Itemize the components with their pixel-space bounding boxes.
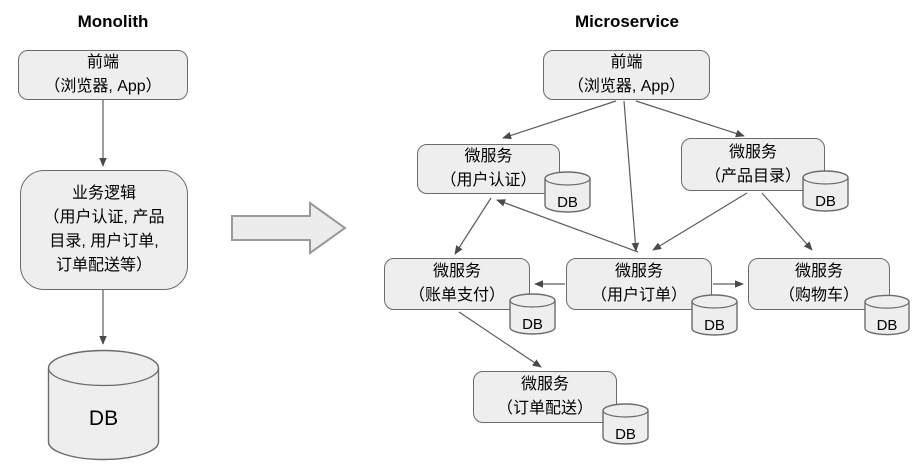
database-cylinder-billing: DB (509, 293, 556, 335)
arrow-catalog-to-orders (652, 192, 748, 251)
box-label-line: （产品目录） (704, 167, 801, 185)
box-label-line: （用户认证, 产品 (43, 209, 165, 226)
box-label-line: 微服务 (432, 263, 481, 280)
box-label-line: 微服务 (464, 148, 513, 165)
service-box-delivery: 微服务 （订单配送） (473, 371, 617, 423)
box-label-line: 微服务 (614, 263, 663, 280)
database-cylinder-auth: DB (544, 171, 591, 213)
database-icon (691, 294, 738, 336)
database-icon (864, 294, 910, 336)
ms-frontend-box: 前端 （浏览器, App） (543, 50, 710, 100)
box-label-line: （用户认证） (440, 172, 537, 189)
box-label-line: 前端 (610, 54, 643, 71)
database-cylinder-delivery: DB (602, 403, 649, 445)
arrow-frontend-to-catalog (635, 100, 745, 138)
database-icon (602, 403, 649, 445)
box-label-line: 订单配送等） (55, 257, 152, 274)
box-label-line: 微服务 (728, 143, 777, 161)
box-label-line: 业务逻辑 (71, 185, 136, 202)
db-label: DB (88, 407, 119, 430)
microservice-title: Microservice (575, 12, 679, 31)
database-cylinder-orders: DB (691, 294, 738, 336)
arrow-auth-to-billing (454, 197, 492, 255)
service-box-orders: 微服务 （用户订单） (566, 258, 712, 310)
database-cylinder-catalog: DB (802, 170, 849, 212)
box-label-line: （用户订单） (590, 287, 687, 304)
monolith-title: Monolith (77, 12, 149, 31)
mono-database-cylinder: DB (47, 349, 160, 461)
box-label-line: （浏览器, App） (44, 78, 162, 95)
box-label-line: 前端 (86, 54, 119, 71)
service-box-auth: 微服务 （用户认证） (417, 144, 560, 194)
service-box-billing: 微服务 （账单支付） (384, 258, 530, 310)
db-label: DB (557, 194, 578, 211)
arrow-frontend-to-auth (502, 100, 617, 140)
database-cylinder-cart: DB (864, 294, 910, 336)
db-label: DB (704, 317, 725, 334)
db-label: DB (522, 316, 543, 333)
mono-frontend-box: 前端 （浏览器, App） (18, 50, 188, 100)
database-icon (47, 349, 160, 461)
database-icon (802, 170, 849, 212)
arrow-frontend-to-orders (623, 100, 640, 252)
box-label-line: （购物车） (778, 287, 859, 304)
box-label-line: （账单支付） (408, 287, 505, 304)
db-label: DB (876, 317, 898, 334)
db-label: DB (815, 193, 836, 210)
service-box-catalog: 微服务 （产品目录） (681, 138, 825, 191)
box-label-line: 微服务 (794, 263, 843, 280)
box-label-line: （浏览器, App） (567, 78, 686, 95)
box-label-line: 微服务 (520, 376, 569, 393)
db-label: DB (615, 426, 636, 443)
monolith-to-microservice-arrow (231, 201, 347, 255)
mono-business-logic-box: 业务逻辑 （用户认证, 产品 目录, 用户订单, 订单配送等） (20, 170, 188, 290)
box-label-line: 目录, 用户订单, (49, 233, 159, 250)
box-label-line: （订单配送） (496, 400, 593, 417)
